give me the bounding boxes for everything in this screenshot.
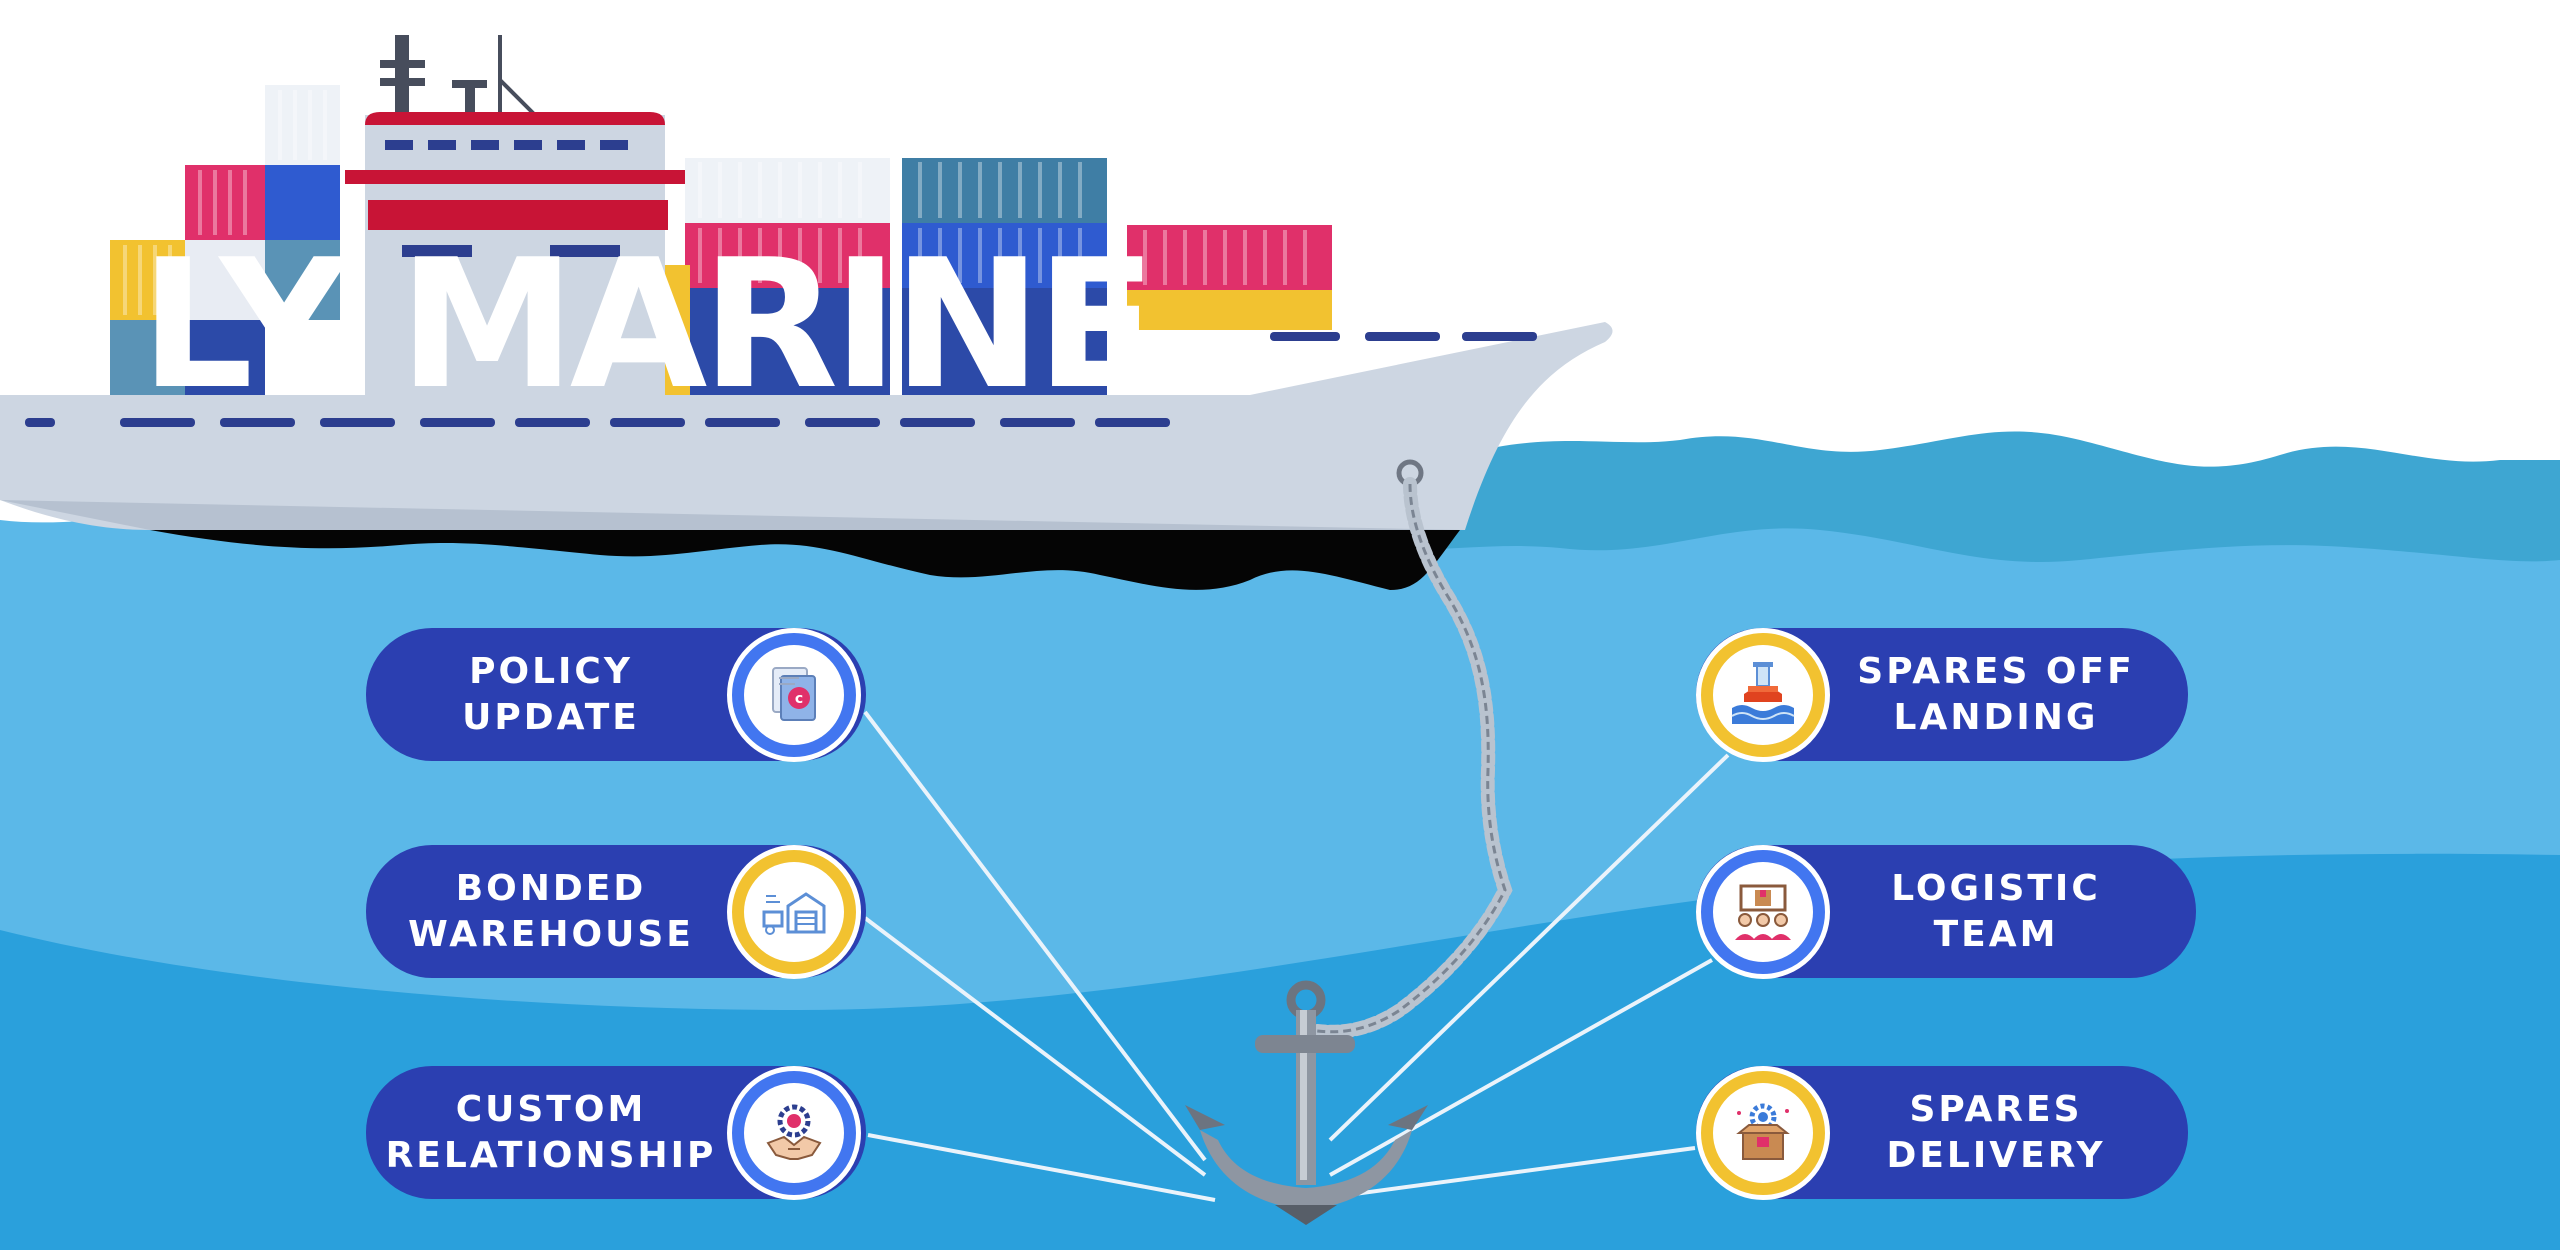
service-label-line1: SPARES OFF [1857,650,2135,692]
service-label-line2: TEAM [1933,913,2059,955]
connector-lines [863,710,1730,1202]
service-label-line2: UPDATE [462,696,640,738]
service-label-line2: RELATIONSHIP [385,1134,717,1176]
service-label-line2: DELIVERY [1886,1134,2106,1176]
service-label-line1: LOGISTIC [1891,867,2101,909]
brand-title: LY MARINE [140,221,1157,428]
team-box-icon [1713,862,1813,962]
box-gear-icon [1713,1083,1813,1183]
service-label-line1: BONDED [455,867,647,909]
service-badge [1696,628,1830,762]
service-label: SPARES DELIVERY [1822,1066,2170,1199]
service-label-line1: POLICY [469,650,633,692]
ship-bridge [345,35,685,405]
service-label-line2: WAREHOUSE [408,913,694,955]
handshake-gear-icon [744,1083,844,1183]
anchor-graphic [1185,980,1428,1225]
service-badge [727,1066,861,1200]
warehouse-truck-icon [744,862,844,962]
service-label: SPARES OFF LANDING [1822,628,2170,761]
hull-portholes [25,332,1537,427]
service-label: CUSTOM RELATIONSHIP [366,1066,736,1199]
document-check-icon: c [744,645,844,745]
service-badge: c [727,628,861,762]
service-label: LOGISTIC TEAM [1822,845,2170,978]
service-label-line2: LANDING [1893,696,2099,738]
service-label-line1: SPARES [1909,1088,2083,1130]
service-badge [1696,845,1830,979]
service-label-line1: CUSTOM [455,1088,647,1130]
buoy-icon [1713,645,1813,745]
cargo-containers [110,85,1332,400]
svg-text:c: c [795,691,803,707]
service-label: POLICY UPDATE [366,628,736,761]
ship-hull [0,322,1613,530]
ship-hull-bottom [150,530,1460,590]
service-label: BONDED WAREHOUSE [366,845,736,978]
service-badge [1696,1066,1830,1200]
service-badge [727,845,861,979]
